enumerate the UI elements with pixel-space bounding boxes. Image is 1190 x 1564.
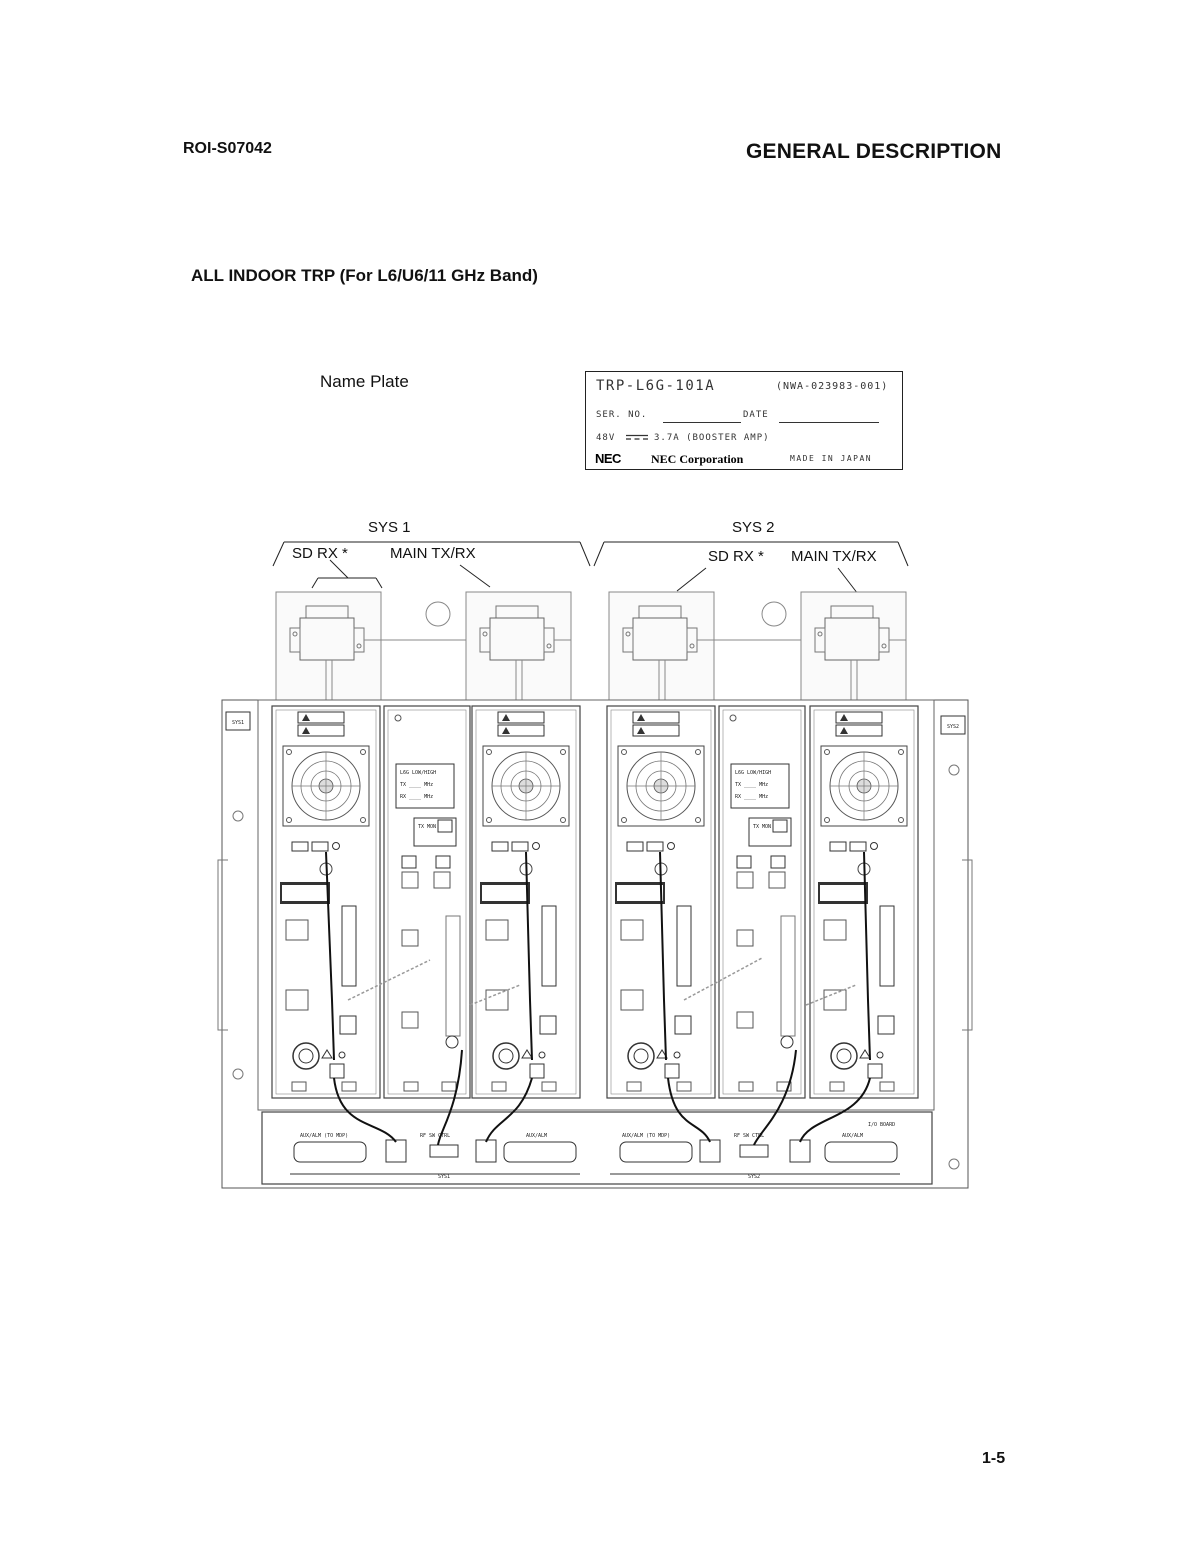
aux-alm-connector: [619, 1141, 693, 1163]
plate-corporation: NEC Corporation: [651, 452, 744, 466]
aux-alm-connector: [824, 1141, 898, 1163]
sys2-tab: [940, 715, 966, 735]
aux-alm-connector: [293, 1141, 367, 1163]
rx-label-block-1: L6G LOW/HIGH TX ____ MHz RX ____ MHz TX …: [400, 770, 436, 830]
tx-mon-label: TX MON: [418, 824, 436, 830]
plate-made-in: MADE IN JAPAN: [790, 454, 873, 463]
aux-alm-to-mdp-label-2: AUX/ALM (TO MDP): [622, 1133, 670, 1139]
sd-rx-callout-2: SD RX *: [708, 548, 764, 565]
plate-serial-label: SER. NO.: [596, 410, 648, 420]
rx-freq-label: RX ____ MHz: [735, 794, 768, 800]
cables: [325, 851, 871, 1146]
sys1-tab-label: SYS1: [232, 720, 244, 726]
plate-date-label: DATE: [743, 410, 769, 420]
tx-freq-label: TX ____ MHz: [400, 782, 433, 788]
equipment-drawing: SYS1 SYS2 L6G LOW/HIGH TX ____ MHz RX __…: [217, 541, 973, 1189]
rf-sw-ctrl-label-2: RF SW CTRL: [734, 1133, 764, 1139]
aux-alm-to-mdp-label-1: AUX/ALM (TO MDP): [300, 1133, 348, 1139]
shelf-handles: [217, 764, 973, 1170]
plate-model: TRP-L6G-101A: [596, 378, 716, 394]
document-id: ROI-S07042: [183, 140, 272, 157]
band-label: L6G LOW/HIGH: [735, 770, 771, 776]
dc-symbol-icon: [626, 434, 648, 440]
sys2-callout: SYS 2: [732, 519, 775, 536]
rf-sw-ctrl-label-1: RF SW CTRL: [420, 1133, 450, 1139]
page-number: 1-5: [982, 1450, 1006, 1467]
figure-title: ALL INDOOR TRP (For L6/U6/11 GHz Band): [191, 266, 538, 285]
tx-freq-label: TX ____ MHz: [735, 782, 768, 788]
plate-current: 3.7A (BOOSTER AMP): [654, 433, 770, 443]
aux-alm-label-2: AUX/ALM: [842, 1133, 863, 1139]
plate-date-line: [779, 422, 879, 423]
main-txrx-callout-1: MAIN TX/RX: [390, 545, 476, 562]
aux-alm-label-1: AUX/ALM: [526, 1133, 547, 1139]
coax-links: [347, 957, 857, 1006]
sys1-bus-label: SYS1: [438, 1174, 450, 1180]
rx-label-block-2: L6G LOW/HIGH TX ____ MHz RX ____ MHz TX …: [735, 770, 771, 830]
nec-logo: NEC: [595, 451, 621, 466]
sys2-bus-label: SYS2: [748, 1174, 760, 1180]
name-plate-caption: Name Plate: [320, 372, 409, 391]
sys1-tab: [225, 711, 251, 731]
callout-lines: [272, 541, 909, 595]
plate-part-number: (NWA-023983-001): [776, 381, 889, 392]
sys1-callout: SYS 1: [368, 519, 411, 536]
aux-alm-connector: [503, 1141, 577, 1163]
section-title: GENERAL DESCRIPTION: [746, 140, 1002, 163]
io-board-label: I/O BOARD: [868, 1122, 895, 1128]
tx-mon-label: TX MON: [753, 824, 771, 830]
main-txrx-callout-2: MAIN TX/RX: [791, 548, 877, 565]
plate-serial-line: [663, 422, 741, 423]
sd-rx-callout-1: SD RX *: [292, 545, 348, 562]
sys2-tab-label: SYS2: [947, 724, 959, 730]
rx-freq-label: RX ____ MHz: [400, 794, 433, 800]
waveguide-links: [381, 601, 801, 641]
band-label: L6G LOW/HIGH: [400, 770, 436, 776]
plate-voltage: 48V: [596, 433, 616, 443]
name-plate: TRP-L6G-101A (NWA-023983-001) SER. NO. D…: [585, 371, 903, 470]
